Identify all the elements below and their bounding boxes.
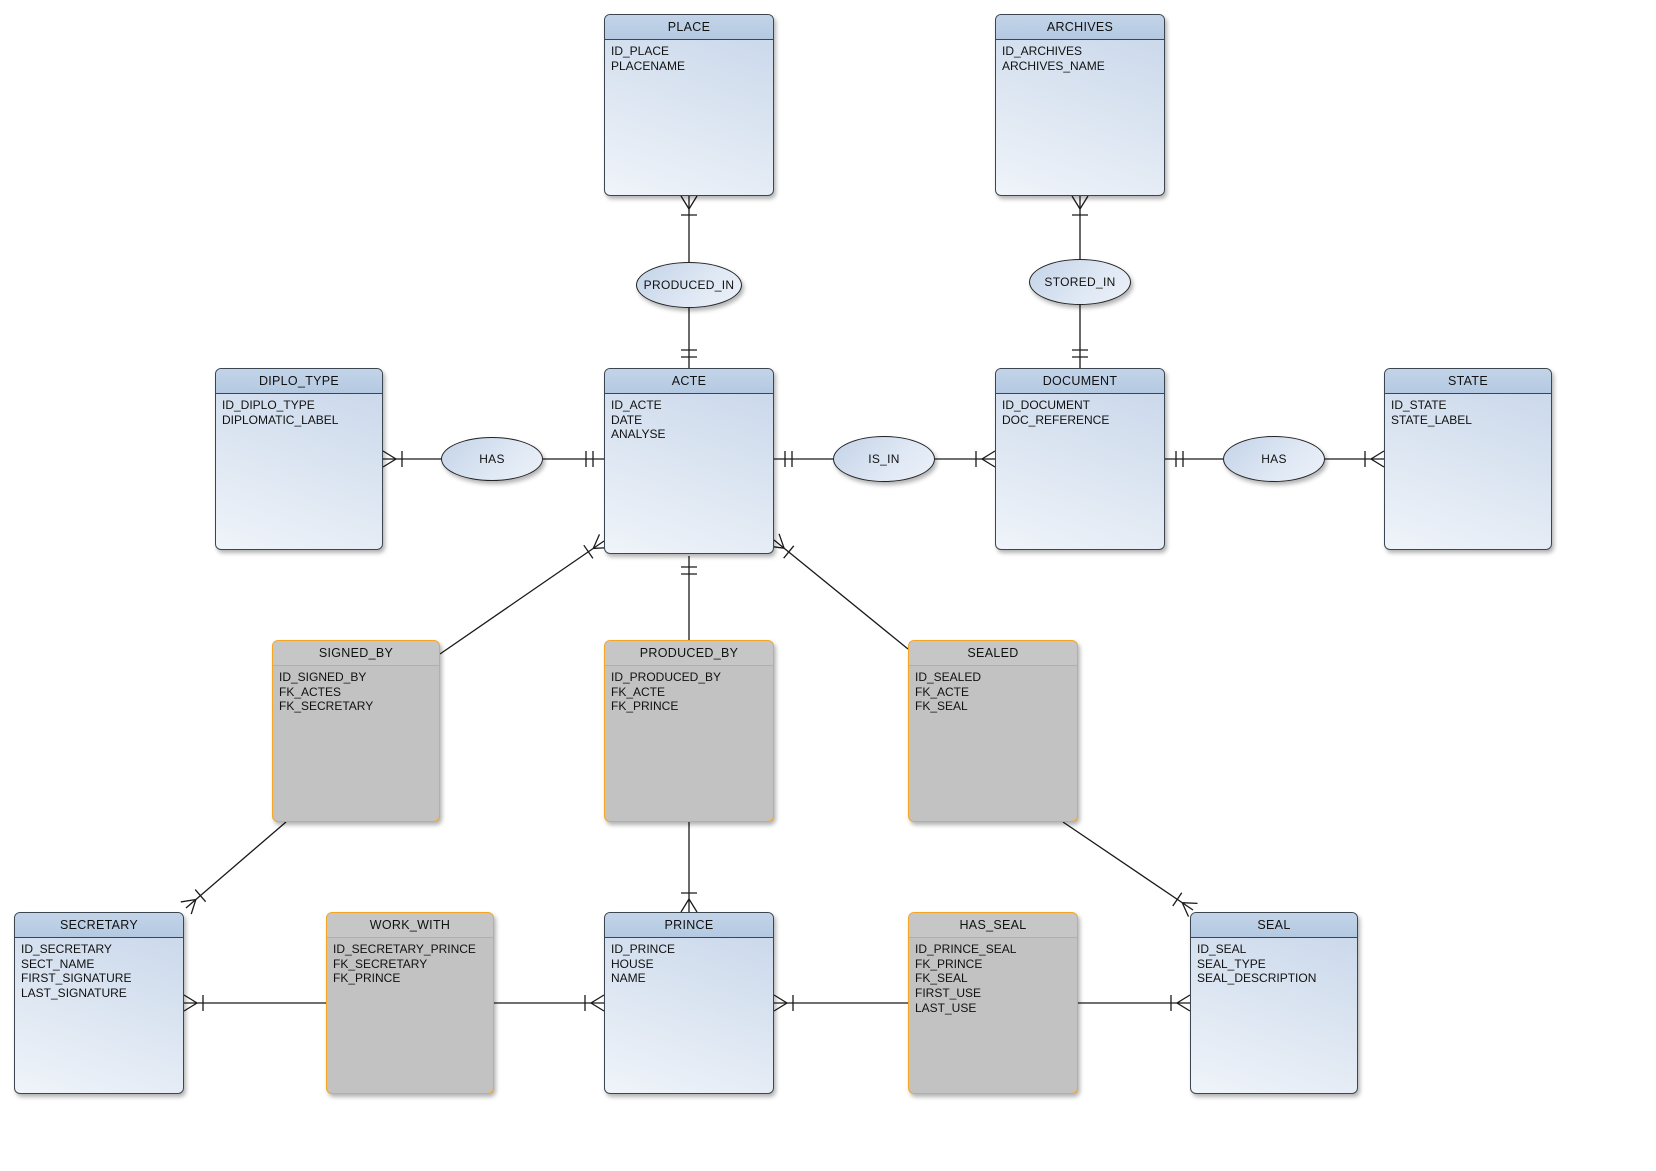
association-sealed[interactable]: SEALED ID_SEALED FK_ACTE FK_SEAL — [908, 640, 1078, 822]
entity-prince-fields: ID_PRINCE HOUSE NAME — [611, 942, 676, 986]
association-produced-by[interactable]: PRODUCED_BY ID_PRODUCED_BY FK_ACTE FK_PR… — [604, 640, 774, 822]
entity-archives[interactable]: ARCHIVES ID_ARCHIVES ARCHIVES_NAME — [995, 14, 1165, 196]
entity-state[interactable]: STATE ID_STATE STATE_LABEL — [1384, 368, 1552, 550]
association-signed-by[interactable]: SIGNED_BY ID_SIGNED_BY FK_ACTES FK_SECRE… — [272, 640, 440, 822]
entity-acte[interactable]: ACTE ID_ACTE DATE ANALYSE — [604, 368, 774, 554]
association-work-with[interactable]: WORK_WITH ID_SECRETARY_PRINCE FK_SECRETA… — [326, 912, 494, 1094]
relationship-produced-in[interactable]: PRODUCED_IN — [636, 262, 742, 308]
entity-place-fields: ID_PLACE PLACENAME — [611, 44, 686, 73]
association-work-with-fields: ID_SECRETARY_PRINCE FK_SECRETARY FK_PRIN… — [333, 942, 476, 986]
entity-secretary[interactable]: SECRETARY ID_SECRETARY SECT_NAME FIRST_S… — [14, 912, 184, 1094]
entity-state-title: STATE — [1385, 369, 1551, 394]
entity-secretary-title: SECRETARY — [15, 913, 183, 938]
association-has-seal-title: HAS_SEAL — [909, 913, 1077, 938]
entity-prince[interactable]: PRINCE ID_PRINCE HOUSE NAME — [604, 912, 774, 1094]
entity-archives-fields: ID_ARCHIVES ARCHIVES_NAME — [1002, 44, 1105, 73]
association-sealed-fields: ID_SEALED FK_ACTE FK_SEAL — [915, 670, 982, 714]
relationship-has-diplo-type-label: HAS — [479, 452, 505, 466]
entity-diplo-type[interactable]: DIPLO_TYPE ID_DIPLO_TYPE DIPLOMATIC_LABE… — [215, 368, 383, 550]
entity-document-title: DOCUMENT — [996, 369, 1164, 394]
entity-document-fields: ID_DOCUMENT DOC_REFERENCE — [1002, 398, 1110, 427]
association-has-seal[interactable]: HAS_SEAL ID_PRINCE_SEAL FK_PRINCE FK_SEA… — [908, 912, 1078, 1094]
entity-acte-fields: ID_ACTE DATE ANALYSE — [611, 398, 666, 442]
entity-place[interactable]: PLACE ID_PLACE PLACENAME — [604, 14, 774, 196]
relationship-has-state-label: HAS — [1261, 452, 1287, 466]
entity-archives-title: ARCHIVES — [996, 15, 1164, 40]
association-signed-by-title: SIGNED_BY — [273, 641, 439, 666]
entity-state-fields: ID_STATE STATE_LABEL — [1391, 398, 1472, 427]
relationship-has-diplo-type[interactable]: HAS — [441, 437, 543, 481]
association-signed-by-fields: ID_SIGNED_BY FK_ACTES FK_SECRETARY — [279, 670, 374, 714]
relationship-has-state[interactable]: HAS — [1223, 436, 1325, 482]
relationship-is-in[interactable]: IS_IN — [833, 436, 935, 482]
association-produced-by-title: PRODUCED_BY — [605, 641, 773, 666]
relationship-stored-in[interactable]: STORED_IN — [1029, 259, 1131, 305]
entity-place-title: PLACE — [605, 15, 773, 40]
association-sealed-title: SEALED — [909, 641, 1077, 666]
association-has-seal-fields: ID_PRINCE_SEAL FK_PRINCE FK_SEAL FIRST_U… — [915, 942, 1017, 1015]
entity-acte-title: ACTE — [605, 369, 773, 394]
entity-diplo-type-fields: ID_DIPLO_TYPE DIPLOMATIC_LABEL — [222, 398, 339, 427]
association-produced-by-fields: ID_PRODUCED_BY FK_ACTE FK_PRINCE — [611, 670, 722, 714]
entity-prince-title: PRINCE — [605, 913, 773, 938]
relationship-produced-in-label: PRODUCED_IN — [643, 278, 735, 292]
association-work-with-title: WORK_WITH — [327, 913, 493, 938]
entity-seal-title: SEAL — [1191, 913, 1357, 938]
entity-seal-fields: ID_SEAL SEAL_TYPE SEAL_DESCRIPTION — [1197, 942, 1317, 986]
relationship-is-in-label: IS_IN — [868, 452, 900, 466]
entity-secretary-fields: ID_SECRETARY SECT_NAME FIRST_SIGNATURE L… — [21, 942, 132, 1000]
entity-document[interactable]: DOCUMENT ID_DOCUMENT DOC_REFERENCE — [995, 368, 1165, 550]
entity-seal[interactable]: SEAL ID_SEAL SEAL_TYPE SEAL_DESCRIPTION — [1190, 912, 1358, 1094]
relationship-stored-in-label: STORED_IN — [1044, 275, 1116, 289]
entity-diplo-type-title: DIPLO_TYPE — [216, 369, 382, 394]
